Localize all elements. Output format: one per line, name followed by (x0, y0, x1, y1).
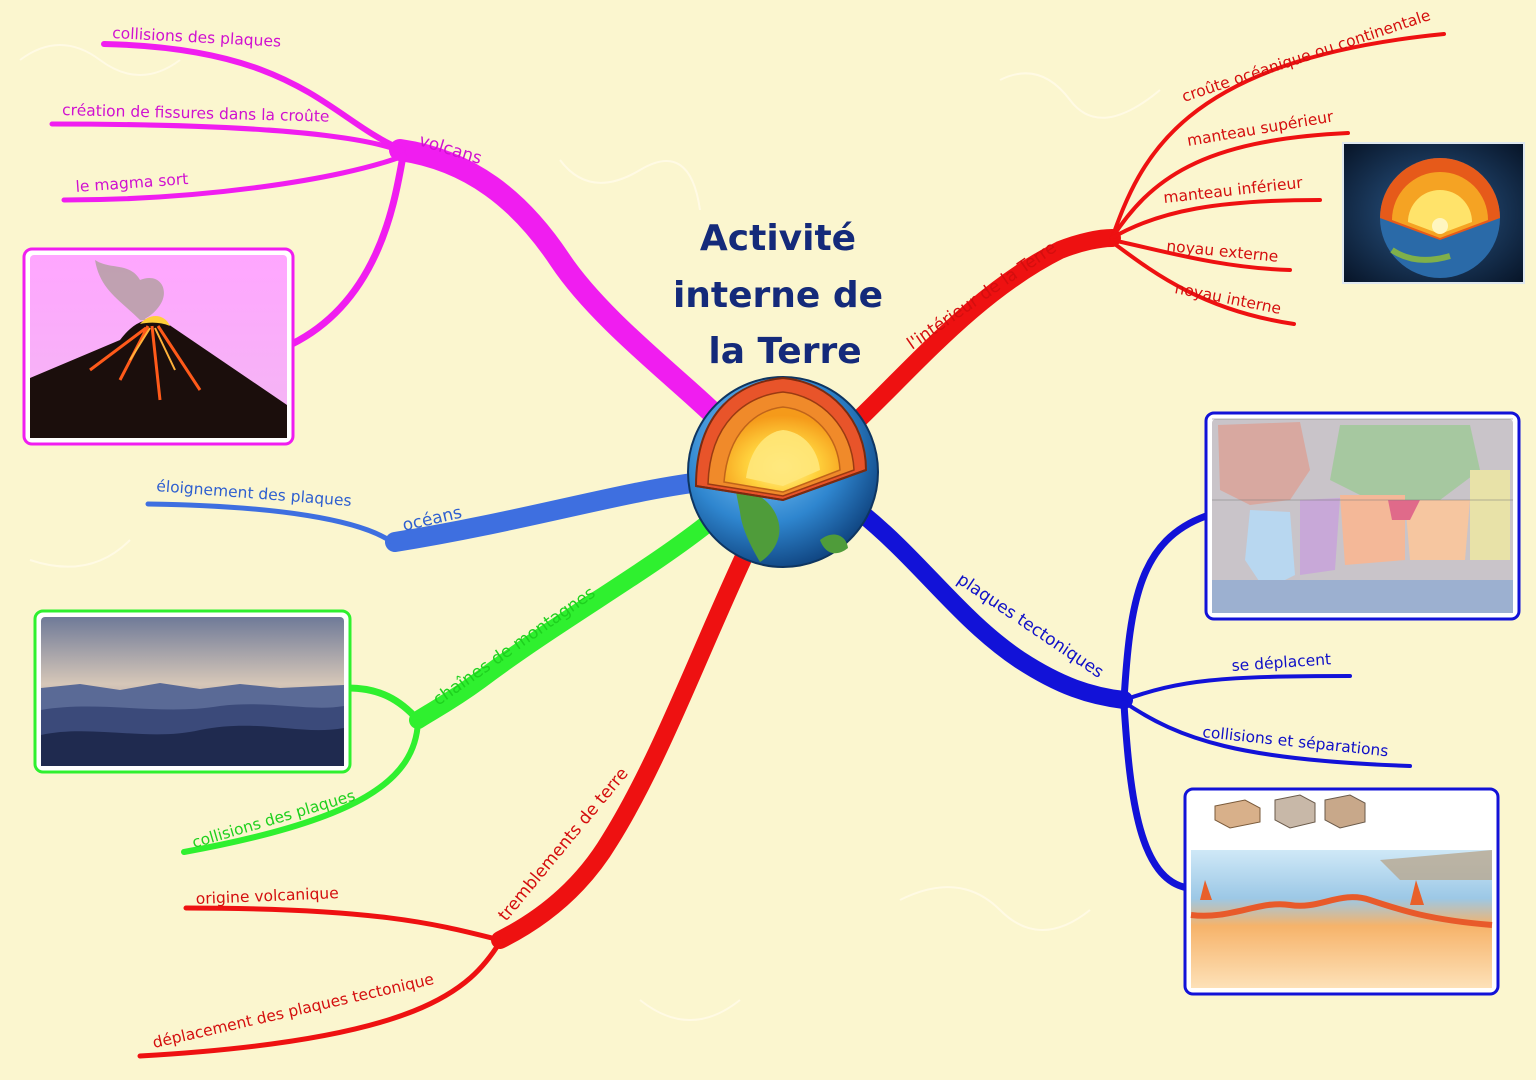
earth-globe (687, 376, 879, 568)
branch-plaques (851, 503, 1412, 892)
tectonic-plates-map-image (1204, 411, 1521, 621)
block-diagram-icons (1214, 794, 1366, 829)
interieur-item-1: croûte océanique ou continentale (1180, 6, 1433, 106)
branch-label-interieur: l'intérieur de la Terre (904, 238, 1061, 354)
branch-montagnes (181, 511, 721, 855)
title-line-1: Activité (700, 218, 856, 259)
title-line-2: interne de (673, 275, 883, 316)
branch-interieur (849, 32, 1446, 429)
plate-tectonics-diagram-image (1183, 787, 1500, 996)
montagnes-item-1: collisions des plaques (190, 787, 357, 852)
title-line-3: la Terre (708, 331, 861, 372)
earth-cutaway-image (1342, 142, 1525, 284)
branch-label-montagnes: chaînes de montagnes (429, 583, 599, 710)
mountains-image (33, 609, 352, 774)
branch-oceans (145, 472, 710, 552)
plaques-item-2: collisions et séparations (1202, 723, 1390, 760)
title: Activité interne de la Terre (673, 218, 883, 372)
branch-tremblements (137, 539, 757, 1059)
branch-volcans (49, 41, 731, 431)
background-pattern (19, 44, 1161, 1021)
tremblements-item-1: origine volcanique (195, 884, 339, 908)
plaques-item-1: se déplacent (1231, 650, 1332, 675)
interieur-item-5: noyau interne (1173, 279, 1282, 318)
volcans-item-3: le magma sort (75, 170, 189, 196)
volcano-image (22, 247, 295, 446)
